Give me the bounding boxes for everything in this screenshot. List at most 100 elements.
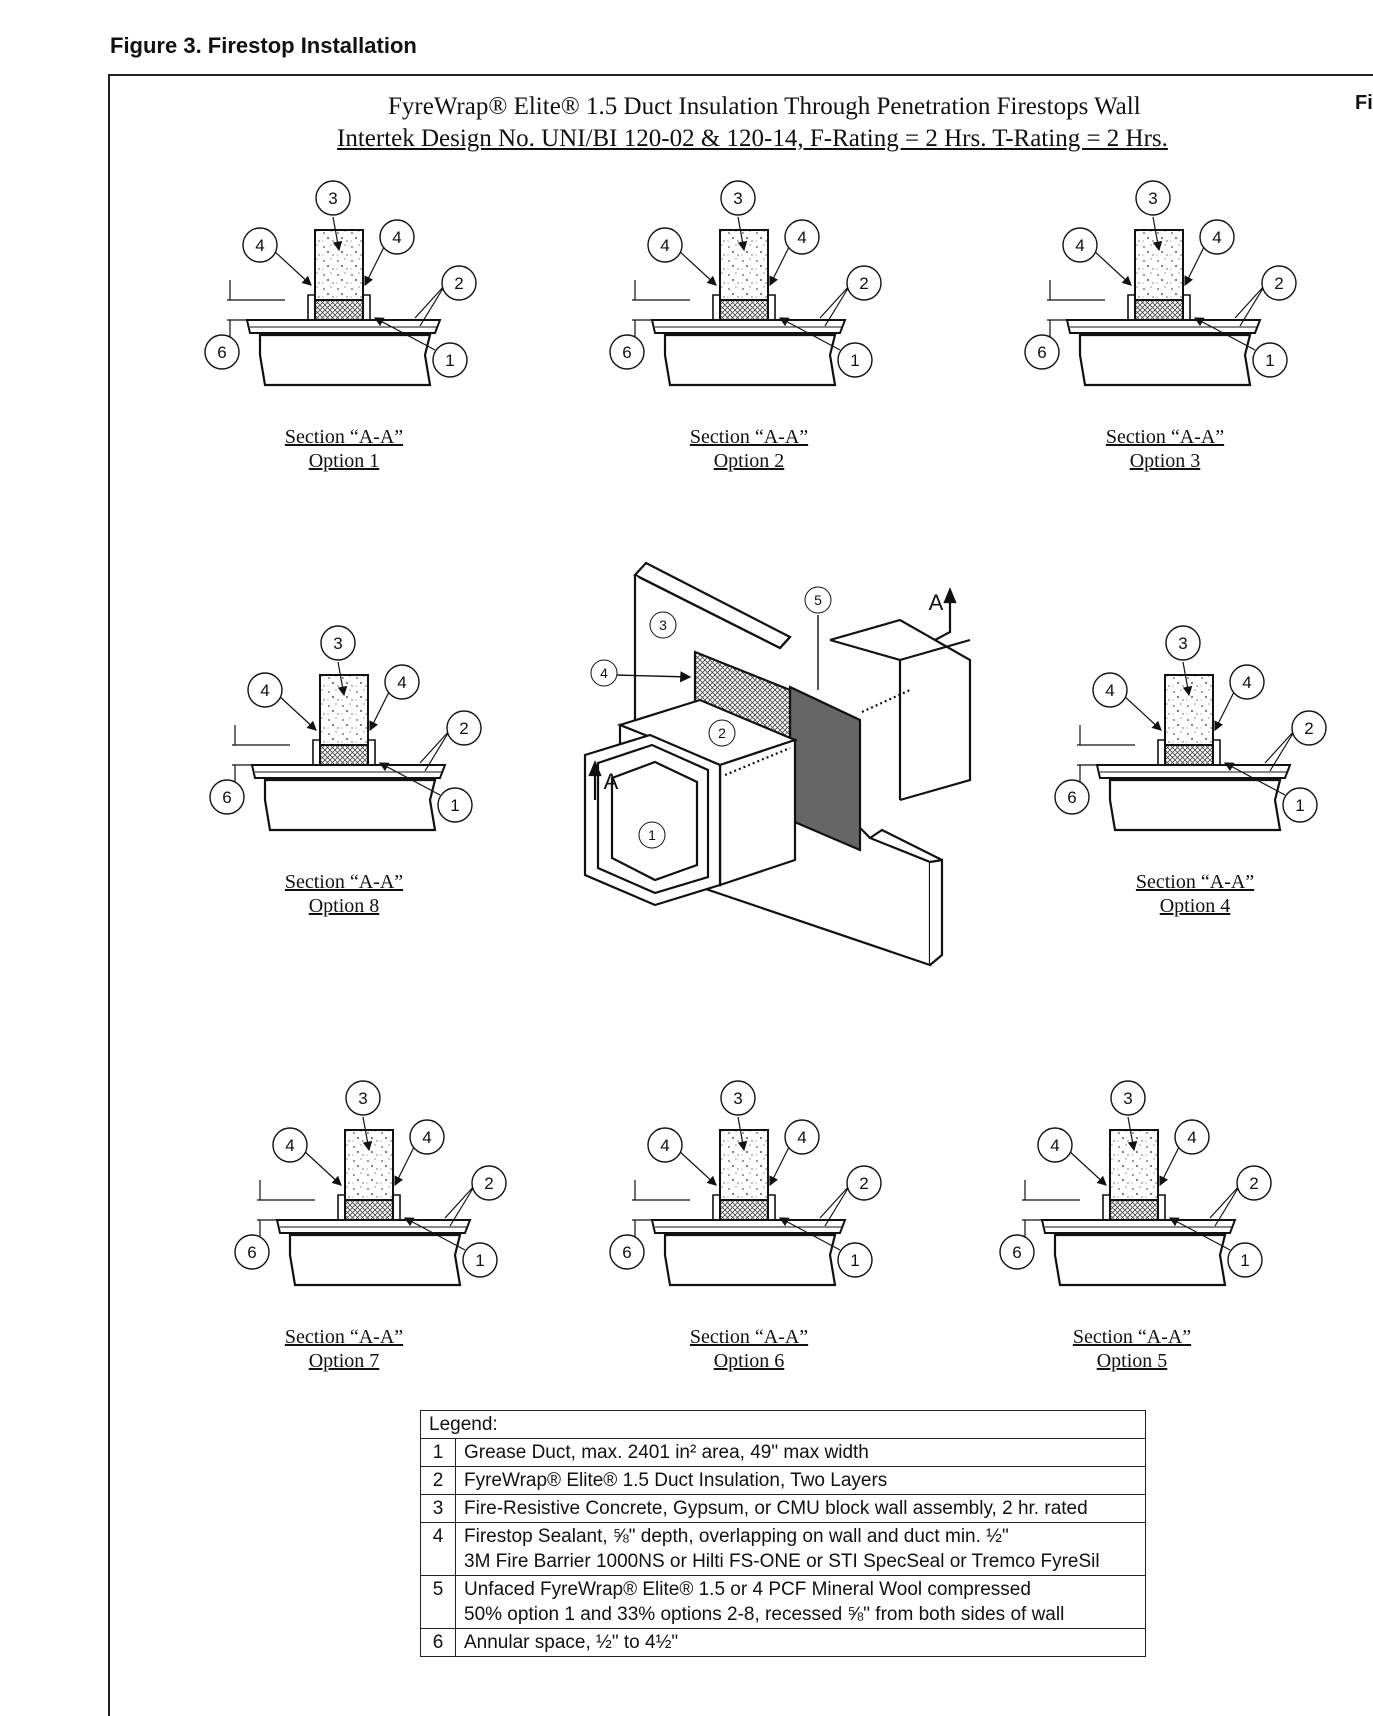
section-marker-a: A: [929, 590, 944, 615]
sealant-callout-left-number: 4: [1050, 1136, 1059, 1155]
sealant-callout-left-number: 4: [1105, 681, 1114, 700]
sealant-callout-right-number: 4: [1242, 673, 1251, 692]
duct-callout: [437, 787, 473, 823]
sealant-callout-right-number: 4: [1212, 228, 1221, 247]
legend-text: Firestop Sealant, ⅝" depth, overlapping …: [464, 1526, 1009, 1547]
sealant-callout-left-number: 4: [1075, 236, 1084, 255]
section-option: Option 3: [1129, 450, 1201, 472]
duct-callout-number: 1: [445, 351, 454, 370]
section-option: Option 4: [1159, 895, 1231, 917]
sealant-callout-left: [272, 1127, 308, 1163]
wall-callout: [320, 625, 356, 661]
insulation-callout-number: 2: [859, 274, 868, 293]
insulation-callout-number: 2: [459, 719, 468, 738]
sealant-callout-left: [647, 227, 683, 263]
section-option: Option 2: [713, 450, 785, 472]
svg-text:3: 3: [659, 617, 667, 633]
duct-callout: [432, 342, 468, 378]
duct-callout-number: 1: [1240, 1251, 1249, 1270]
section-option: Option 8: [308, 895, 380, 917]
annular-space-callout: [999, 1234, 1035, 1270]
sealant-callout-left: [1037, 1127, 1073, 1163]
duct-callout-number: 1: [850, 1251, 859, 1270]
diagram-subtitle: Intertek Design No. UNI/BI 120-02 & 120-…: [337, 125, 1168, 152]
annular-space-callout-number: 6: [1067, 788, 1076, 807]
duct-callout: [1282, 787, 1318, 823]
insulation-callout: [441, 265, 477, 301]
svg-text:1: 1: [648, 827, 656, 843]
section-label: Section “A-A”Option 3: [1045, 425, 1285, 473]
sealant-callout-right-number: 4: [1187, 1128, 1196, 1147]
section-name: Section “A-A”: [284, 1326, 404, 1348]
sealant-callout-right: [409, 1119, 445, 1155]
sealant-callout-left-number: 4: [285, 1136, 294, 1155]
sealant-callout-left: [647, 1127, 683, 1163]
duct-callout: [1252, 342, 1288, 378]
insulation-callout: [471, 1165, 507, 1201]
section-name: Section “A-A”: [1072, 1326, 1192, 1348]
insulation-callout: [1261, 265, 1297, 301]
annular-space-callout: [609, 1234, 645, 1270]
sealant-callout-left: [242, 227, 278, 263]
sealant-callout-left-number: 4: [660, 1136, 669, 1155]
section-label: Section “A-A”Option 4: [1075, 870, 1315, 918]
insulation-callout-number: 2: [1249, 1174, 1258, 1193]
sealant-callout-right: [379, 219, 415, 255]
annular-space-callout-number: 6: [1037, 343, 1046, 362]
section-option: Option 5: [1096, 1350, 1168, 1372]
legend-number: 2: [420, 1466, 456, 1495]
svg-text:5: 5: [814, 592, 822, 608]
sealant-callout-right: [784, 1119, 820, 1155]
insulation-callout: [846, 265, 882, 301]
duct-callout-number: 1: [450, 796, 459, 815]
duct-callout-number: 1: [475, 1251, 484, 1270]
wall-callout: [1135, 180, 1171, 216]
wall-callout: [1110, 1080, 1146, 1116]
wall-callout: [345, 1080, 381, 1116]
sealant-callout-left: [1092, 672, 1128, 708]
wall-callout-number: 3: [328, 189, 337, 208]
legend-number: 4: [420, 1522, 456, 1576]
wall-callout-number: 3: [1148, 189, 1157, 208]
wall-callout-number: 3: [358, 1089, 367, 1108]
isometric-view: [583, 561, 972, 967]
wall-callout: [720, 1080, 756, 1116]
sealant-callout-right: [1174, 1119, 1210, 1155]
legend-number: 6: [420, 1628, 456, 1657]
annular-space-callout-number: 6: [622, 1243, 631, 1262]
wall-callout: [315, 180, 351, 216]
sealant-callout-right-number: 4: [422, 1128, 431, 1147]
section-label: Section “A-A”Option 8: [224, 870, 464, 918]
duct-callout-number: 1: [1295, 796, 1304, 815]
duct-callout: [1227, 1242, 1263, 1278]
svg-text:4: 4: [600, 665, 608, 681]
section-label: Section “A-A”Option 6: [629, 1325, 869, 1373]
annular-space-callout-number: 6: [622, 343, 631, 362]
sealant-callout-right: [1229, 664, 1265, 700]
sealant-callout-left-number: 4: [260, 681, 269, 700]
annular-space-callout: [234, 1234, 270, 1270]
duct-callout: [462, 1242, 498, 1278]
wall-callout-number: 3: [333, 634, 342, 653]
annular-space-callout: [1024, 334, 1060, 370]
duct-callout: [837, 342, 873, 378]
isometric-callouts: 3 4 5 2 1 A A: [590, 586, 944, 849]
sealant-callout-right: [384, 664, 420, 700]
sealant-callout-right: [784, 219, 820, 255]
section-name: Section “A-A”: [689, 1326, 809, 1348]
annular-space-callout-number: 6: [247, 1243, 256, 1262]
sealant-callout-right-number: 4: [392, 228, 401, 247]
section-name: Section “A-A”: [284, 871, 404, 893]
section-label: Section “A-A”Option 7: [224, 1325, 464, 1373]
sealant-callout-right-number: 4: [797, 228, 806, 247]
wall-callout-number: 3: [733, 189, 742, 208]
svg-text:2: 2: [718, 725, 726, 741]
duct-callout-number: 1: [1265, 351, 1274, 370]
legend-text: FyreWrap® Elite® 1.5 Duct Insulation, Tw…: [455, 1466, 1146, 1495]
